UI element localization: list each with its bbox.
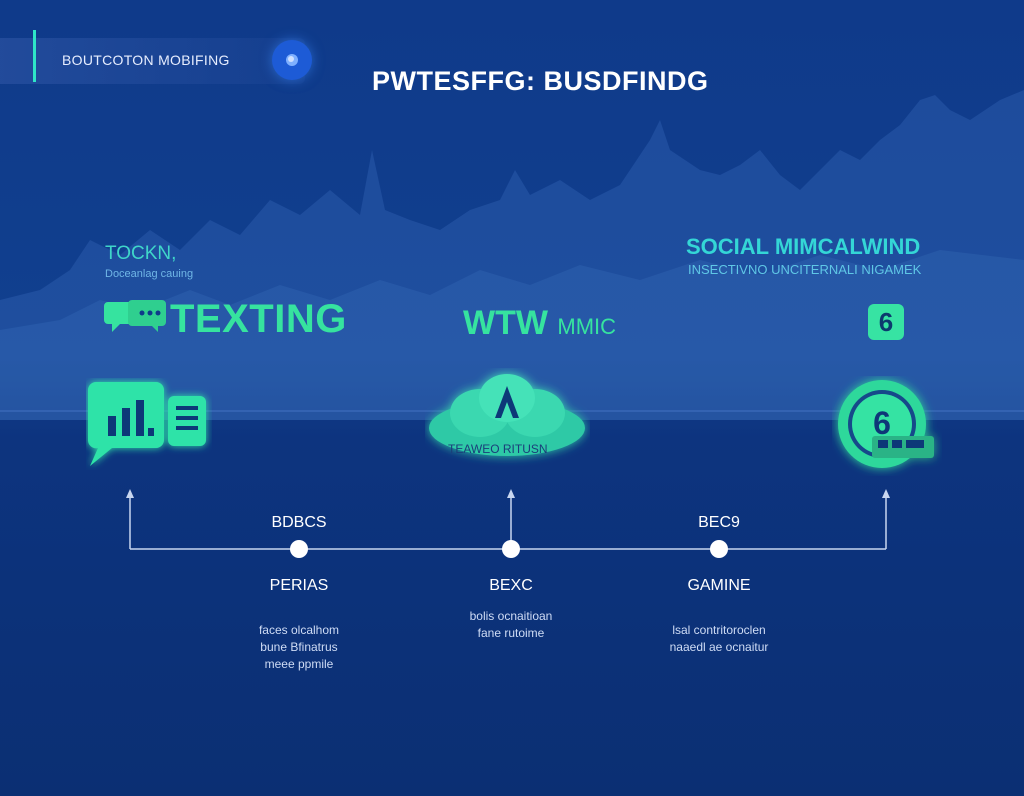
- right-title: SOCIAL MIMCALWIND: [686, 234, 921, 259]
- nav-label[interactable]: BOUTCOTON MOBIFING: [62, 52, 230, 68]
- number-badge: 6: [868, 304, 904, 340]
- node-1-desc-line: faces olcalhom: [258, 623, 340, 637]
- center-title: WTW MMIC: [463, 304, 616, 343]
- node-1-desc-line: bune Bfinatrus: [260, 640, 338, 654]
- node-2-description: bolis ocnaitioan fane rutoime: [436, 608, 586, 642]
- node-1-description: faces olcalhom bune Bfinatrus meee ppmil…: [229, 622, 369, 673]
- node-3-top-label: BEC9: [698, 514, 740, 531]
- node-3-desc-line: lsal contritoroclen: [672, 623, 766, 637]
- search-icon: [286, 54, 298, 66]
- cloud-label: TEAWEO RITUSN: [448, 442, 548, 456]
- texting-title: TEXTING: [170, 297, 347, 341]
- left-sublabel: Doceanlag cauing: [105, 268, 194, 280]
- nav-accent-bar: [33, 30, 36, 82]
- node-2-desc-line: bolis ocnaitioan: [469, 609, 553, 623]
- chat-chart-icon: [87, 382, 206, 466]
- node-2-desc-line: fane rutoime: [477, 626, 545, 640]
- center-title-small: MMIC: [557, 314, 617, 339]
- chat-bubbles-icon: [104, 300, 166, 332]
- timeline-node-2[interactable]: [502, 540, 520, 558]
- right-subtitle: INSECTIVNO UNCITERNALI NIGAMEK: [688, 262, 922, 277]
- node-3-label: GAMINE: [687, 577, 751, 594]
- timeline-center-arrow: [507, 489, 515, 498]
- timeline-node-3[interactable]: [710, 540, 728, 558]
- node-3-description: lsal contritoroclen naaedl ae ocnaitur: [644, 622, 794, 656]
- node-1-label: PERIAS: [269, 577, 329, 594]
- node-2-label: BEXC: [489, 577, 533, 594]
- top-nav-bar: [0, 38, 305, 84]
- coin-icon: 6: [838, 380, 934, 468]
- node-1-desc-line: meee ppmile: [264, 657, 334, 671]
- node-3-desc-line: naaedl ae ocnaitur: [669, 640, 769, 654]
- timeline-node-1[interactable]: [290, 540, 308, 558]
- left-label: TOCKN,: [105, 243, 177, 264]
- node-1-top-label: BDBCS: [271, 514, 327, 531]
- timeline-right-arrow: [882, 489, 890, 498]
- page-title: PWTESFFG: BUSDFINDG: [372, 66, 709, 96]
- center-title-main: WTW: [463, 304, 548, 342]
- skyline-silhouette: [0, 90, 1024, 420]
- coin-number: 6: [873, 405, 891, 441]
- cloud-icon: [429, 374, 585, 456]
- search-button[interactable]: [272, 40, 312, 80]
- timeline-left-arrow: [126, 489, 134, 498]
